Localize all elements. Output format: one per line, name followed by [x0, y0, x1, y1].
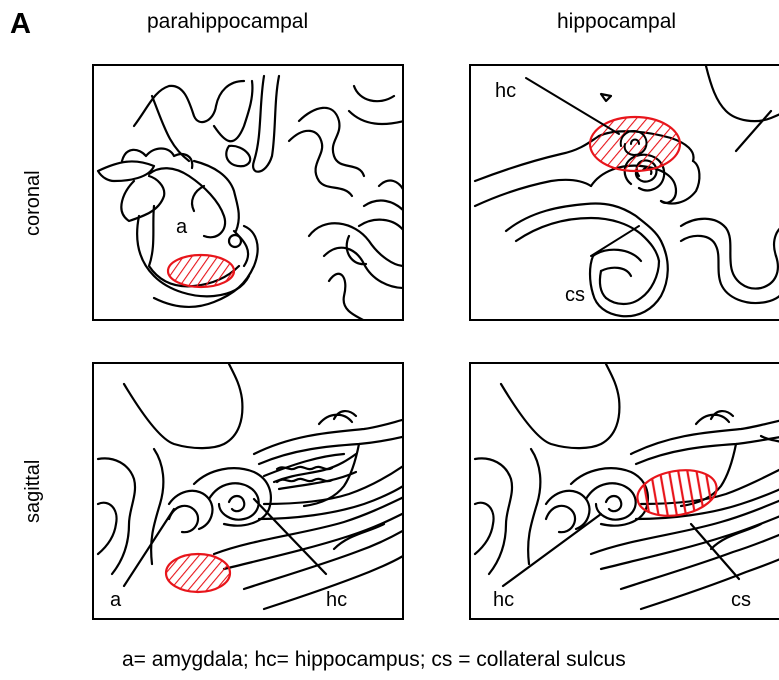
label-hippocampus: hc — [326, 589, 347, 612]
sagittal-hippocampal-drawing — [471, 364, 779, 620]
sagittal-parahippocampal-drawing — [94, 364, 404, 620]
label-amygdala: a — [176, 216, 187, 239]
coronal-parahippocampal-panel: a — [92, 64, 404, 321]
panel-letter: A — [10, 8, 31, 41]
roi-ellipse — [166, 554, 230, 592]
row-label-sagittal: sagittal — [22, 460, 45, 523]
label-hippocampus: hc — [495, 80, 516, 103]
coronal-parahippocampal-drawing — [94, 66, 404, 321]
coronal-hippocampal-panel: hc cs — [469, 64, 779, 321]
figure-caption: a= amygdala; hc= hippocampus; cs = colla… — [122, 648, 626, 672]
coronal-hippocampal-drawing — [471, 66, 779, 321]
sagittal-parahippocampal-panel: a hc — [92, 362, 404, 620]
roi-ellipse — [168, 255, 234, 287]
label-hippocampus: hc — [493, 589, 514, 612]
column-header-hippocampal: hippocampal — [557, 10, 676, 34]
label-amygdala: a — [110, 589, 121, 612]
column-header-parahippocampal: parahippocampal — [147, 10, 308, 34]
label-collateral-sulcus: cs — [731, 589, 751, 612]
label-collateral-sulcus: cs — [565, 284, 585, 307]
sagittal-hippocampal-panel: hc cs — [469, 362, 779, 620]
row-label-coronal: coronal — [22, 170, 45, 236]
